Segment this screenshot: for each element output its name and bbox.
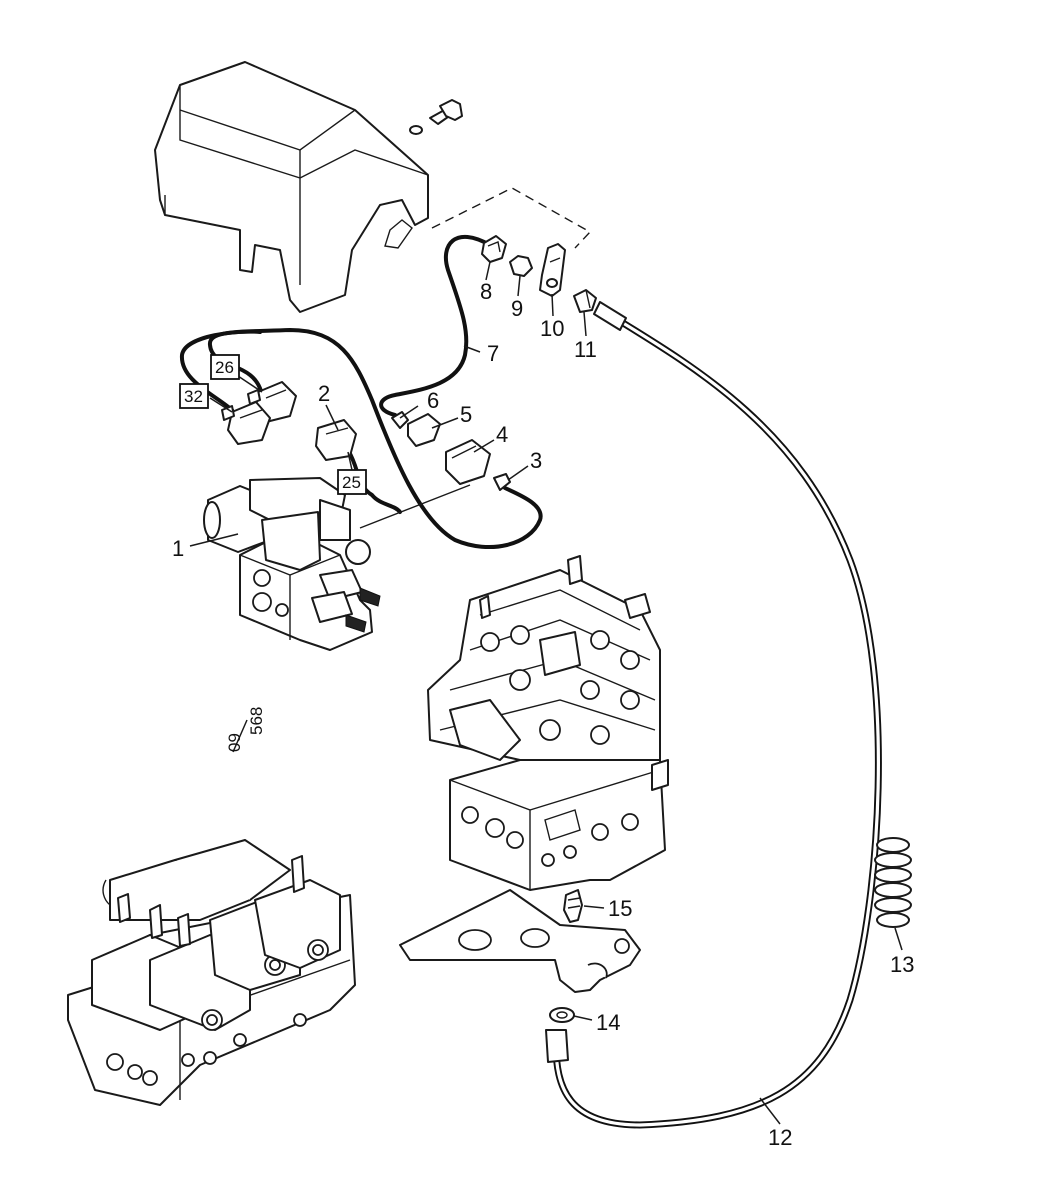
callout-9: 9 <box>511 296 523 321</box>
callout-6: 6 <box>427 388 439 413</box>
callout-10: 10 <box>540 316 564 341</box>
mounting-bracket <box>399 889 641 993</box>
drawing-ref-top: 09 <box>225 733 244 752</box>
cable-7 <box>379 234 492 417</box>
fitting-11 <box>573 289 597 313</box>
drawing-ref-bottom: 568 <box>247 707 266 735</box>
callout-4: 4 <box>496 422 508 447</box>
callout-25: 25 <box>342 473 361 492</box>
callout-25-box: 25 <box>337 469 367 495</box>
connector-2 <box>315 419 357 461</box>
harness-cable <box>179 327 543 549</box>
spring-guard-13 <box>874 837 912 928</box>
fitting-15 <box>563 889 583 923</box>
washer-14 <box>549 1007 575 1023</box>
connector-32 <box>221 401 271 445</box>
control-valve-block <box>427 555 669 891</box>
solenoid-valve-1 <box>203 477 381 651</box>
valve-assembly-alternate <box>67 839 356 1106</box>
plug-axis-line <box>359 484 471 529</box>
cover-screw <box>429 99 463 125</box>
connector-4 <box>445 439 491 485</box>
callout-26: 26 <box>215 358 234 377</box>
callout-32: 32 <box>184 387 203 406</box>
callout-5: 5 <box>460 402 472 427</box>
callout-12: 12 <box>768 1125 792 1150</box>
callout-14: 14 <box>596 1010 620 1035</box>
callout-32-box: 32 <box>179 383 209 409</box>
callout-7: 7 <box>487 341 499 366</box>
nut-9 <box>509 255 533 277</box>
connector-5 <box>407 413 441 447</box>
fitting-8 <box>481 235 507 263</box>
valve-cover <box>154 61 429 313</box>
callout-11: 11 <box>574 337 597 362</box>
callout-labels: 1 2 3 4 5 6 7 8 9 10 11 12 13 14 15 25 2… <box>172 279 914 1150</box>
callout-2: 2 <box>318 381 330 406</box>
bracket-10 <box>539 243 566 297</box>
callout-8: 8 <box>480 279 492 304</box>
drawing-reference: 09 568 <box>225 707 266 753</box>
callout-26-box: 26 <box>210 354 240 380</box>
callout-3: 3 <box>530 448 542 473</box>
leader-lines <box>189 261 903 1125</box>
callout-15: 15 <box>608 896 632 921</box>
plug-3 <box>493 473 511 491</box>
cover-washer <box>409 125 423 135</box>
callout-1: 1 <box>172 536 184 561</box>
hose-12 <box>545 301 882 1129</box>
callout-13: 13 <box>890 952 914 977</box>
